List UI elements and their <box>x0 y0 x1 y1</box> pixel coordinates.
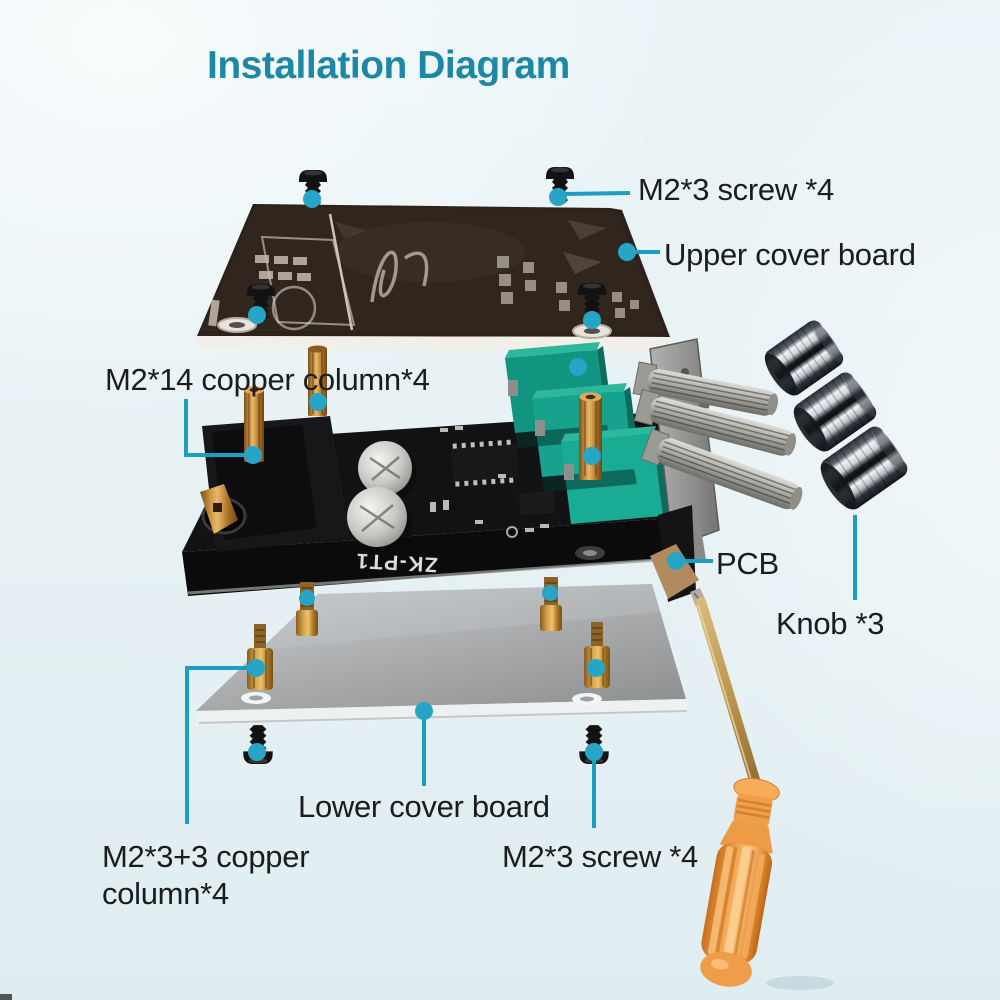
audio-jack <box>200 416 350 552</box>
pot-metal-tabs <box>508 380 574 480</box>
plate-screw-hole <box>241 692 271 704</box>
lower-cover-board <box>196 584 688 725</box>
anchor-dot <box>618 243 636 261</box>
pot-shaft <box>632 361 779 416</box>
anchor-dot <box>587 659 605 677</box>
anchor-dot <box>542 585 558 601</box>
pcb-silkscreen-marking: ZK-PT1 <box>355 549 439 576</box>
anchor-dot <box>583 447 601 465</box>
screwdriver <box>690 588 834 990</box>
upper-board-silkscreen-marks <box>208 255 311 327</box>
copper-column <box>579 392 602 480</box>
capacitor <box>347 487 412 553</box>
plate-screw-hole <box>572 693 602 705</box>
leader-copper-long <box>184 399 248 457</box>
anchor-dot <box>415 702 433 720</box>
label-m2x14-copper-column: M2*14 copper column*4 <box>105 362 430 397</box>
label-pcb: PCB <box>716 546 779 581</box>
page-title: Installation Diagram <box>207 44 570 87</box>
pot-shaft <box>640 428 803 510</box>
pcb-board: ZK-PT1 <box>182 338 803 602</box>
leader-screw-top <box>564 191 631 196</box>
label-m2x3-screw-bottom: M2*3 screw *4 <box>502 839 698 874</box>
anchor-dot <box>569 358 587 376</box>
pot-shaft <box>633 388 797 456</box>
ic-chip <box>450 439 520 487</box>
anchor-dot <box>244 446 262 464</box>
upper-board-screw-hole <box>217 317 257 333</box>
anchor-dot <box>583 311 601 329</box>
anchor-dot <box>549 188 567 206</box>
label-knob-x3: Knob *3 <box>776 606 885 641</box>
pcb-small-components <box>430 426 549 532</box>
label-m2x3-screw-top: M2*3 screw *4 <box>638 172 834 207</box>
anchor-dot <box>299 590 315 606</box>
label-lower-cover-board: Lower cover board <box>298 789 550 824</box>
anchor-dot <box>667 552 685 570</box>
label-upper-cover-board: Upper cover board <box>664 237 916 272</box>
leader-lines <box>184 191 857 828</box>
label-m2x3p3-copper-column: M2*3+3 copper column*4 <box>102 839 310 911</box>
anchor-dot <box>248 743 266 761</box>
anchor-dot <box>585 743 603 761</box>
ic-chip <box>519 490 555 516</box>
anchor-dot <box>248 306 266 324</box>
upper-board-cjk-print <box>497 256 639 318</box>
anchor-dot <box>303 190 321 208</box>
screwdriver-handle <box>700 777 780 987</box>
corner-artifact <box>0 994 12 1000</box>
upper-cover-board <box>197 204 672 351</box>
brass-standoff <box>247 624 273 690</box>
pcb-corner-edge <box>650 544 699 599</box>
anchor-dots <box>244 188 685 761</box>
anchor-dot <box>309 393 327 411</box>
anchor-dot <box>247 659 265 677</box>
upper-board-logo-script <box>370 250 429 303</box>
leader-copper-short <box>185 666 250 824</box>
